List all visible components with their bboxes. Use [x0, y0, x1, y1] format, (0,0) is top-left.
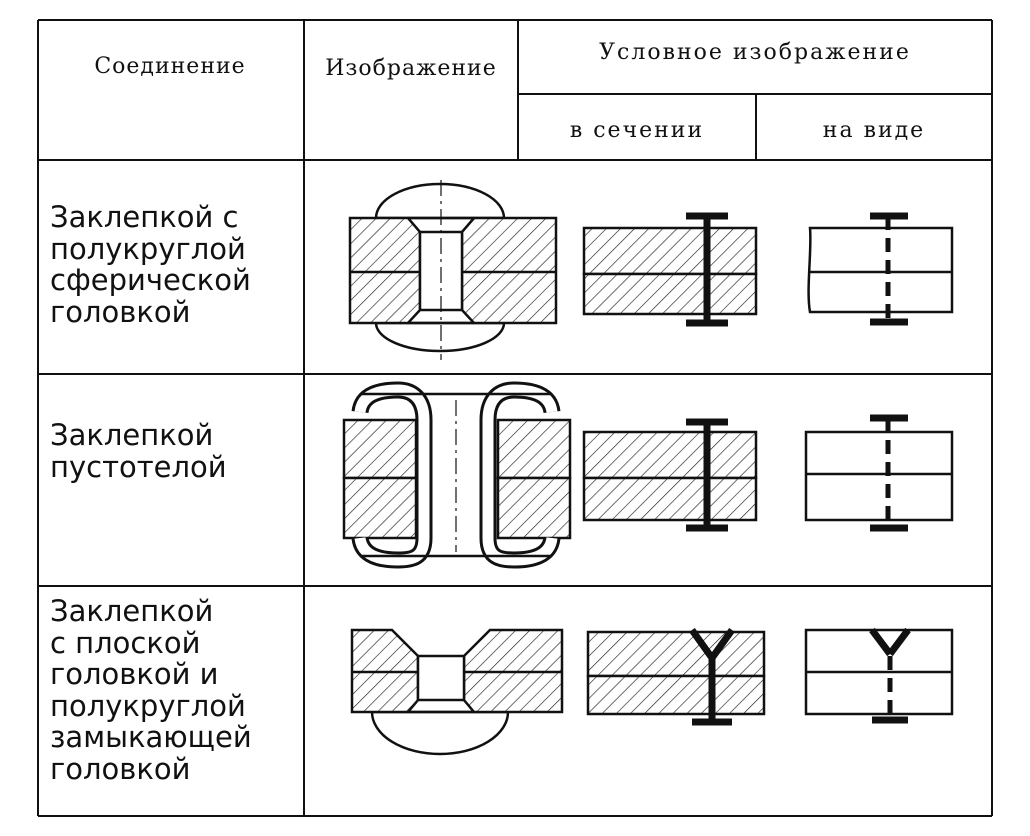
- header-conventional: Условное изображение: [599, 40, 911, 65]
- rivet-flat-head-section-symbol: [586, 627, 766, 726]
- row-label-round-head: Заклепкой с полукруглой сферической голо…: [50, 200, 251, 329]
- rivet-hollow-drawing: [342, 381, 572, 569]
- rivet-hollow-section-symbol: [582, 418, 758, 532]
- table-grid: [37, 19, 993, 817]
- header-in-view: на виде: [822, 118, 926, 143]
- header-connection: Соединение: [94, 54, 246, 79]
- rivet-round-head-section-symbol: [582, 212, 758, 327]
- row-label-hollow: Заклепкой пустотелой: [50, 418, 227, 484]
- rivet-flat-head-drawing: [350, 628, 564, 756]
- rivet-hollow-view-symbol: [804, 414, 954, 532]
- header-image: Изображение: [325, 56, 497, 81]
- rivet-round-head-view-symbol: [807, 212, 954, 326]
- rivet-flat-head-view-symbol: [804, 627, 954, 724]
- rivet-round-head-drawing: [348, 180, 558, 360]
- row-label-flat-head: Заклепкой с плоской головкой и полукругл…: [50, 594, 252, 786]
- header-in-section: в сечении: [569, 118, 705, 143]
